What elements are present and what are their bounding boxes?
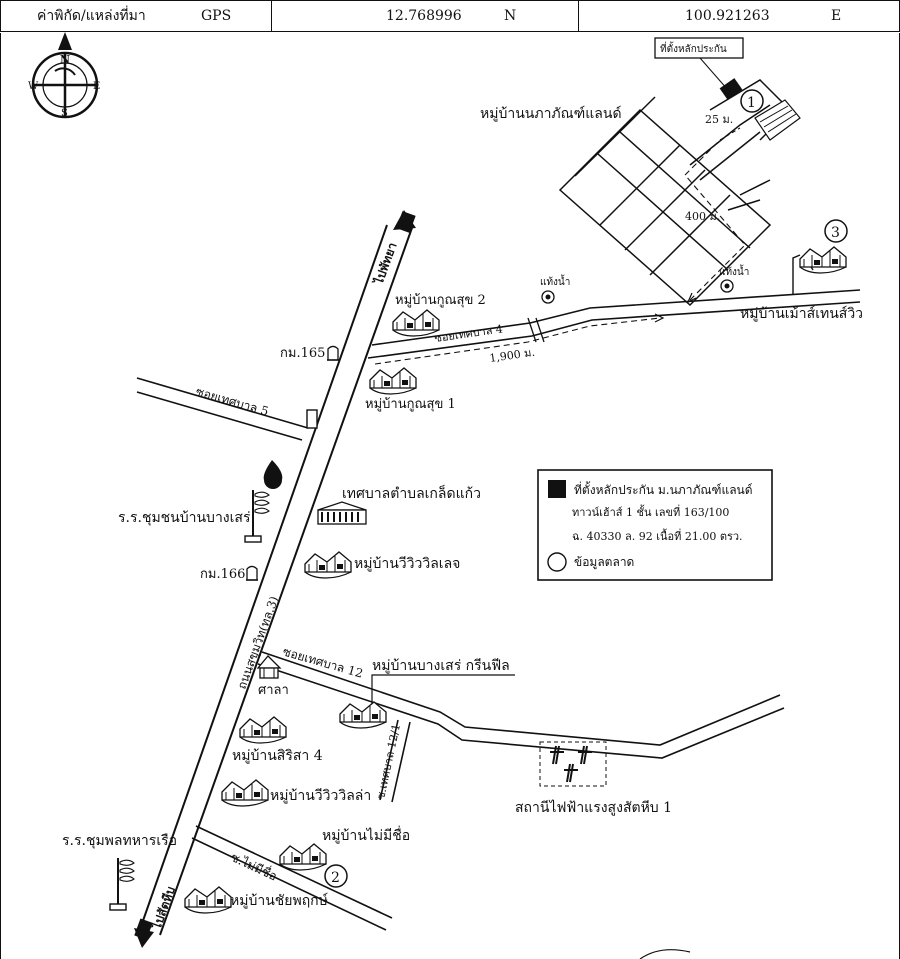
chaiyapruk-label: หมู่บ้านชัยพฤกษ์ (230, 892, 328, 909)
marker-circle-1-text: 1 (747, 95, 756, 111)
collateral-marker-label: ที่ตั้งหลักประกัน (660, 41, 727, 55)
marker-circle-2-text: 2 (331, 870, 340, 886)
village-bangsaray-green-icon (339, 701, 387, 729)
sala-label: ศาลา (258, 683, 289, 698)
to-pattaya-label: ไปพัทยา (370, 240, 400, 288)
marker-circle-3-text: 3 (831, 225, 840, 241)
compass-n: N (60, 53, 70, 66)
water-tank-1-label: แท้งน้ำ (540, 274, 570, 288)
collateral-building-icon (719, 78, 801, 141)
coordinate-header: ค่าพิกัด/แหล่งที่มา GPS 12.768996 N 100.… (0, 0, 900, 34)
coord-source-cell: ค่าพิกัด/แหล่งที่มา GPS (0, 0, 272, 32)
bridge-icon (527, 317, 545, 343)
soi-12-road-south (257, 663, 785, 759)
village-sirisa-icon (239, 716, 287, 744)
coord-source: GPS (201, 8, 232, 24)
water-tank-2-icon (720, 279, 734, 293)
km166-post-icon (245, 565, 259, 581)
village-kunsuk1-icon (369, 367, 417, 395)
latitude-value: 12.768996 (386, 8, 462, 24)
soi-12-1-road (379, 719, 411, 803)
village-no-name-icon (279, 843, 327, 871)
village-mountain-view-icon (799, 246, 847, 274)
kunsuk1-label: หมู่บ้านกูณสุข 1 (365, 397, 456, 412)
legend-line-4: ข้อมูลตลาด (574, 555, 634, 570)
school-2-label: ร.ร.ชุมพลทหารเรือ (62, 833, 177, 849)
soi-12-road-north (261, 651, 781, 746)
view-village-label: หมู่บ้านวีวิววิลเลจ (354, 556, 460, 572)
water-tank-1-icon (541, 290, 555, 304)
sukhumvit-road (137, 224, 414, 936)
legend-line-3: ฉ. 40330 ล. 92 เนื้อที่ 21.00 ตรว. (572, 528, 743, 543)
longitude-dir: E (831, 8, 842, 24)
village-kunsuk2-icon (392, 309, 440, 337)
km166-label: กม.166 (200, 567, 245, 582)
kunsuk2-label: หมู่บ้านกูณสุข 2 (395, 293, 486, 308)
route-dashed-1900 (374, 317, 661, 365)
bangsaray-green-label: หมู่บ้านบางเสร่ กรีนฟีล (372, 658, 510, 674)
power-station-icon (539, 741, 607, 787)
municipality-building-icon (317, 501, 367, 525)
legend-collateral-swatch (548, 480, 566, 498)
compass-s: S (61, 108, 68, 119)
marker-circle-3 (824, 219, 848, 243)
km165-label: กม.165 (280, 346, 325, 361)
phone-booth-icon (306, 409, 318, 429)
compass-e: E (93, 81, 100, 92)
marker-circle-1 (740, 89, 764, 113)
soi-tessaban-4-road (367, 289, 861, 359)
soi-5-road (136, 377, 309, 441)
coord-label: ค่าพิกัด/แหล่งที่มา (37, 8, 146, 24)
village-view-villa-icon (221, 779, 269, 807)
km165-post-icon (326, 345, 340, 361)
soi-12-1-label: ซ.เทศบาล 12/1 (374, 723, 403, 801)
sirisa-label: หมู่บ้านสิริสา 4 (232, 748, 323, 764)
distance-1900m: 1,900 ม. (489, 346, 536, 365)
soi-no-name-road (191, 825, 393, 931)
legend-line-1: ที่ตั้งหลักประกัน ม.นภาภัณฑ์แลนด์ (574, 481, 753, 497)
compass-icon (31, 32, 99, 119)
view-villa-label: หมู่บ้านวีวิววิลล่า (270, 788, 371, 804)
mountain-view-label: หมู่บ้านเม้าส์เทนส์วิว (740, 305, 863, 322)
municipality-label: เทศบาลตำบลเกล็ดแก้ว (342, 484, 481, 502)
gas-station-icon (263, 460, 283, 489)
village-chaiyapruk-icon (184, 886, 232, 914)
power-station-label: สถานีไฟฟ้าแรงสูงสัตหีบ 1 (515, 799, 672, 816)
sala-icon (256, 655, 282, 679)
school-2-flag-icon (109, 857, 135, 911)
soi-5-label: ซอยเทศบาล 5 (194, 384, 270, 418)
napapat-village-label: หมู่บ้านนภาภัณฑ์แลนด์ (480, 105, 622, 122)
marker-circle-2 (324, 864, 348, 888)
latitude-dir: N (504, 8, 517, 24)
legend-box (537, 469, 773, 581)
distance-400m: 400 ม. (685, 210, 720, 223)
no-name-village-label: หมู่บ้านไม่มีชื่อ (322, 826, 410, 844)
legend-market-circle-icon (547, 552, 567, 572)
distance-25m: 25 ม. (705, 113, 733, 126)
school-1-label: ร.ร.ชุมชนบ้านบางเสร่ (118, 510, 251, 526)
water-tank-2-label: แท้งน้ำ (719, 264, 749, 278)
village-view-village-icon (304, 551, 352, 579)
collateral-marker-box (654, 37, 744, 59)
compass-w: W (28, 81, 39, 92)
legend-line-2: ทาวน์เฮ้าส์ 1 ชั้น เลขที่ 163/100 (572, 504, 729, 519)
longitude-value: 100.921263 (685, 8, 770, 24)
napapat-village-grid (558, 79, 792, 307)
